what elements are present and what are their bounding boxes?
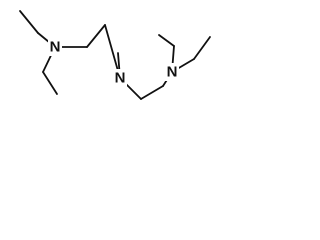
left-nitrogen-label: N — [50, 39, 61, 56]
middle-nitrogen-label: N — [115, 70, 126, 87]
structure-diagram: N N N — [19, 10, 211, 100]
middle-nitrogen-background — [113, 69, 127, 87]
right-nitrogen-label: N — [167, 64, 178, 81]
bond-right-lower-ethyl-ch3 — [193, 36, 211, 60]
bond-right-upper-ethyl-ch3 — [158, 34, 175, 47]
right-nitrogen-background — [165, 63, 179, 81]
bond-left-chain-ch2 — [86, 24, 106, 48]
bond-left-upper-ethyl-ch3 — [19, 10, 39, 34]
bond-left-lower-ethyl-ch3 — [42, 71, 58, 95]
bond-right-chain-ch2 — [140, 85, 164, 100]
left-nitrogen-background — [48, 38, 62, 56]
